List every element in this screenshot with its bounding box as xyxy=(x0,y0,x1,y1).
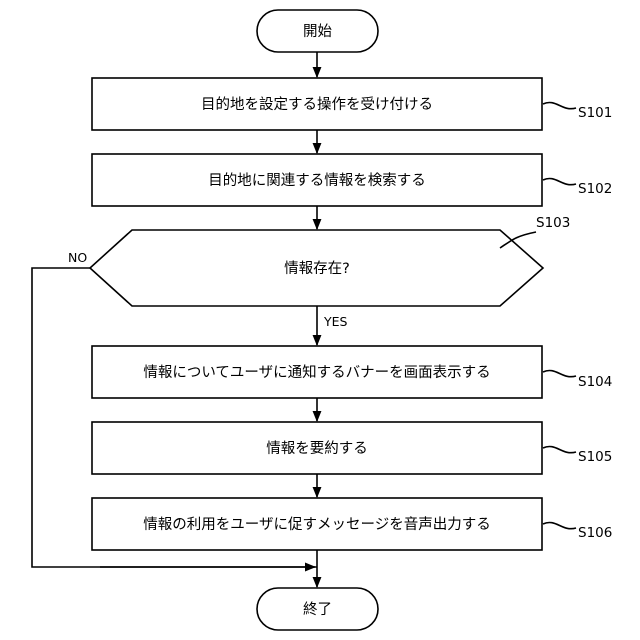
end-node: 終了 xyxy=(257,588,378,630)
s103-text: 情報存在? xyxy=(284,260,350,277)
s106-step-id: S106 xyxy=(578,525,612,541)
process-s105: 情報を要約する xyxy=(92,422,542,474)
s105-leader xyxy=(543,446,576,452)
s105-step-id: S105 xyxy=(578,449,612,465)
s101-text: 目的地を設定する操作を受け付ける xyxy=(201,96,433,113)
s105-text: 情報を要約する xyxy=(266,440,368,457)
s102-text: 目的地に関連する情報を検索する xyxy=(208,172,426,189)
decision-s103: 情報存在? xyxy=(90,230,543,306)
s106-text: 情報の利用をユーザに促すメッセージを音声出力する xyxy=(143,515,490,533)
start-node: 開始 xyxy=(257,10,378,52)
end-label: 終了 xyxy=(303,601,332,618)
s104-leader xyxy=(543,370,576,376)
start-label: 開始 xyxy=(303,23,332,40)
yes-label: YES xyxy=(323,314,348,329)
s104-step-id: S104 xyxy=(578,374,612,390)
s102-step-id: S102 xyxy=(578,181,612,197)
process-s102: 目的地に関連する情報を検索する xyxy=(92,154,542,206)
process-s106: 情報の利用をユーザに促すメッセージを音声出力する xyxy=(92,498,542,550)
s103-step-id: S103 xyxy=(536,215,570,231)
s104-text: 情報についてユーザに通知するバナーを画面表示する xyxy=(143,364,490,381)
s106-leader xyxy=(543,522,576,528)
s101-leader xyxy=(543,102,576,108)
no-label: NO xyxy=(68,250,87,265)
process-s104: 情報についてユーザに通知するバナーを画面表示する xyxy=(92,346,542,398)
process-s101: 目的地を設定する操作を受け付ける xyxy=(92,78,542,130)
s101-step-id: S101 xyxy=(578,105,612,121)
s102-leader xyxy=(543,178,576,184)
